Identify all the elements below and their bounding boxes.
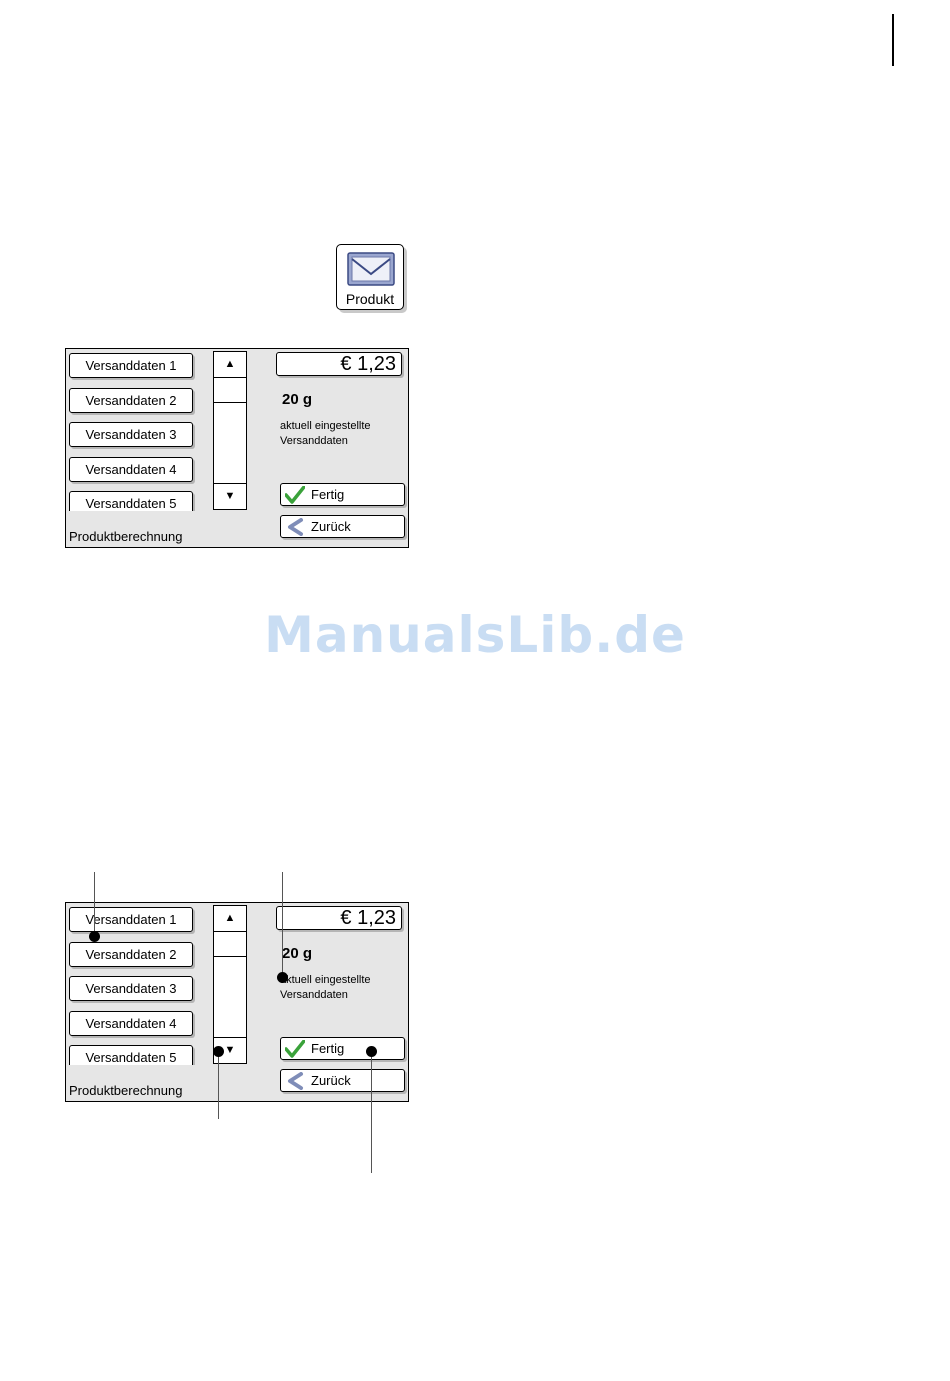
watermark: ManualsLib.de [264,606,686,664]
fertig-button[interactable]: Fertig [280,483,405,506]
versanddaten-2-button[interactable]: Versanddaten 2 [69,388,193,413]
checkmark-icon [285,1040,305,1058]
current-settings-text: aktuell eingestellte Versanddaten [280,973,400,1003]
versanddaten-1-button[interactable]: Versanddaten 1 [69,907,193,932]
callout-line-list [94,872,95,936]
versanddaten-1-button[interactable]: Versanddaten 1 [69,353,193,378]
weight-value: 20 g [282,391,313,408]
scroll-down-arrow-icon[interactable]: ▼ [214,1037,246,1063]
zurueck-label: Zurück [311,1073,351,1088]
callout-line-scroll [218,1051,219,1119]
info-line-1: aktuell eingestellte [280,974,371,986]
scroll-up-arrow-icon[interactable]: ▲ [214,906,246,932]
current-settings-text: aktuell eingestellte Versanddaten [280,419,400,449]
versanddaten-list: Versanddaten 1 Versanddaten 2 Versanddat… [66,349,206,511]
scroll-thumb[interactable] [214,402,246,403]
fertig-label: Fertig [311,1041,345,1056]
versanddaten-5-button[interactable]: Versanddaten 5 [69,1045,193,1065]
envelope-icon [347,252,395,286]
callout-line-fertig [371,1051,372,1173]
back-arrow-icon [288,1072,303,1090]
scroll-thumb[interactable] [214,956,246,957]
fertig-button[interactable]: Fertig [280,1037,405,1060]
zurueck-label: Zurück [311,519,351,534]
versanddaten-5-button[interactable]: Versanddaten 5 [69,491,193,511]
callout-dot-scroll [213,1046,224,1057]
versanddaten-2-button[interactable]: Versanddaten 2 [69,942,193,967]
scroll-up-arrow-icon[interactable]: ▲ [214,352,246,378]
margin-rule [892,14,894,66]
produktberechnung-screen-annotated: Versanddaten 1 Versanddaten 2 Versanddat… [65,902,409,1102]
callout-dot-list [89,931,100,942]
weight-value: 20 g [282,945,313,962]
screen-title: Produktberechnung [69,1083,183,1098]
scrollbar[interactable]: ▲ ▼ [213,351,247,510]
info-line-2: Versanddaten [280,435,348,447]
info-line-2: Versanddaten [280,989,348,1001]
callout-line-info [282,872,283,978]
scrollbar[interactable]: ▲ ▼ [213,905,247,1064]
fertig-label: Fertig [311,487,345,502]
price-display: € 1,23 [276,352,402,376]
screen-title: Produktberechnung [69,529,183,544]
scroll-down-arrow-icon[interactable]: ▼ [214,483,246,509]
versanddaten-4-button[interactable]: Versanddaten 4 [69,457,193,482]
produkt-label: Produkt [345,291,395,307]
checkmark-icon [285,486,305,504]
zurueck-button[interactable]: Zurück [280,515,405,538]
zurueck-button[interactable]: Zurück [280,1069,405,1092]
price-display: € 1,23 [276,906,402,930]
callout-dot-fertig [366,1046,377,1057]
produktberechnung-screen: Versanddaten 1 Versanddaten 2 Versanddat… [65,348,409,548]
versanddaten-3-button[interactable]: Versanddaten 3 [69,976,193,1001]
versanddaten-4-button[interactable]: Versanddaten 4 [69,1011,193,1036]
back-arrow-icon [288,518,303,536]
info-line-1: aktuell eingestellte [280,420,371,432]
versanddaten-list: Versanddaten 1 Versanddaten 2 Versanddat… [66,903,206,1065]
produkt-button[interactable]: Produkt [336,244,404,310]
versanddaten-3-button[interactable]: Versanddaten 3 [69,422,193,447]
callout-dot-info [277,972,288,983]
